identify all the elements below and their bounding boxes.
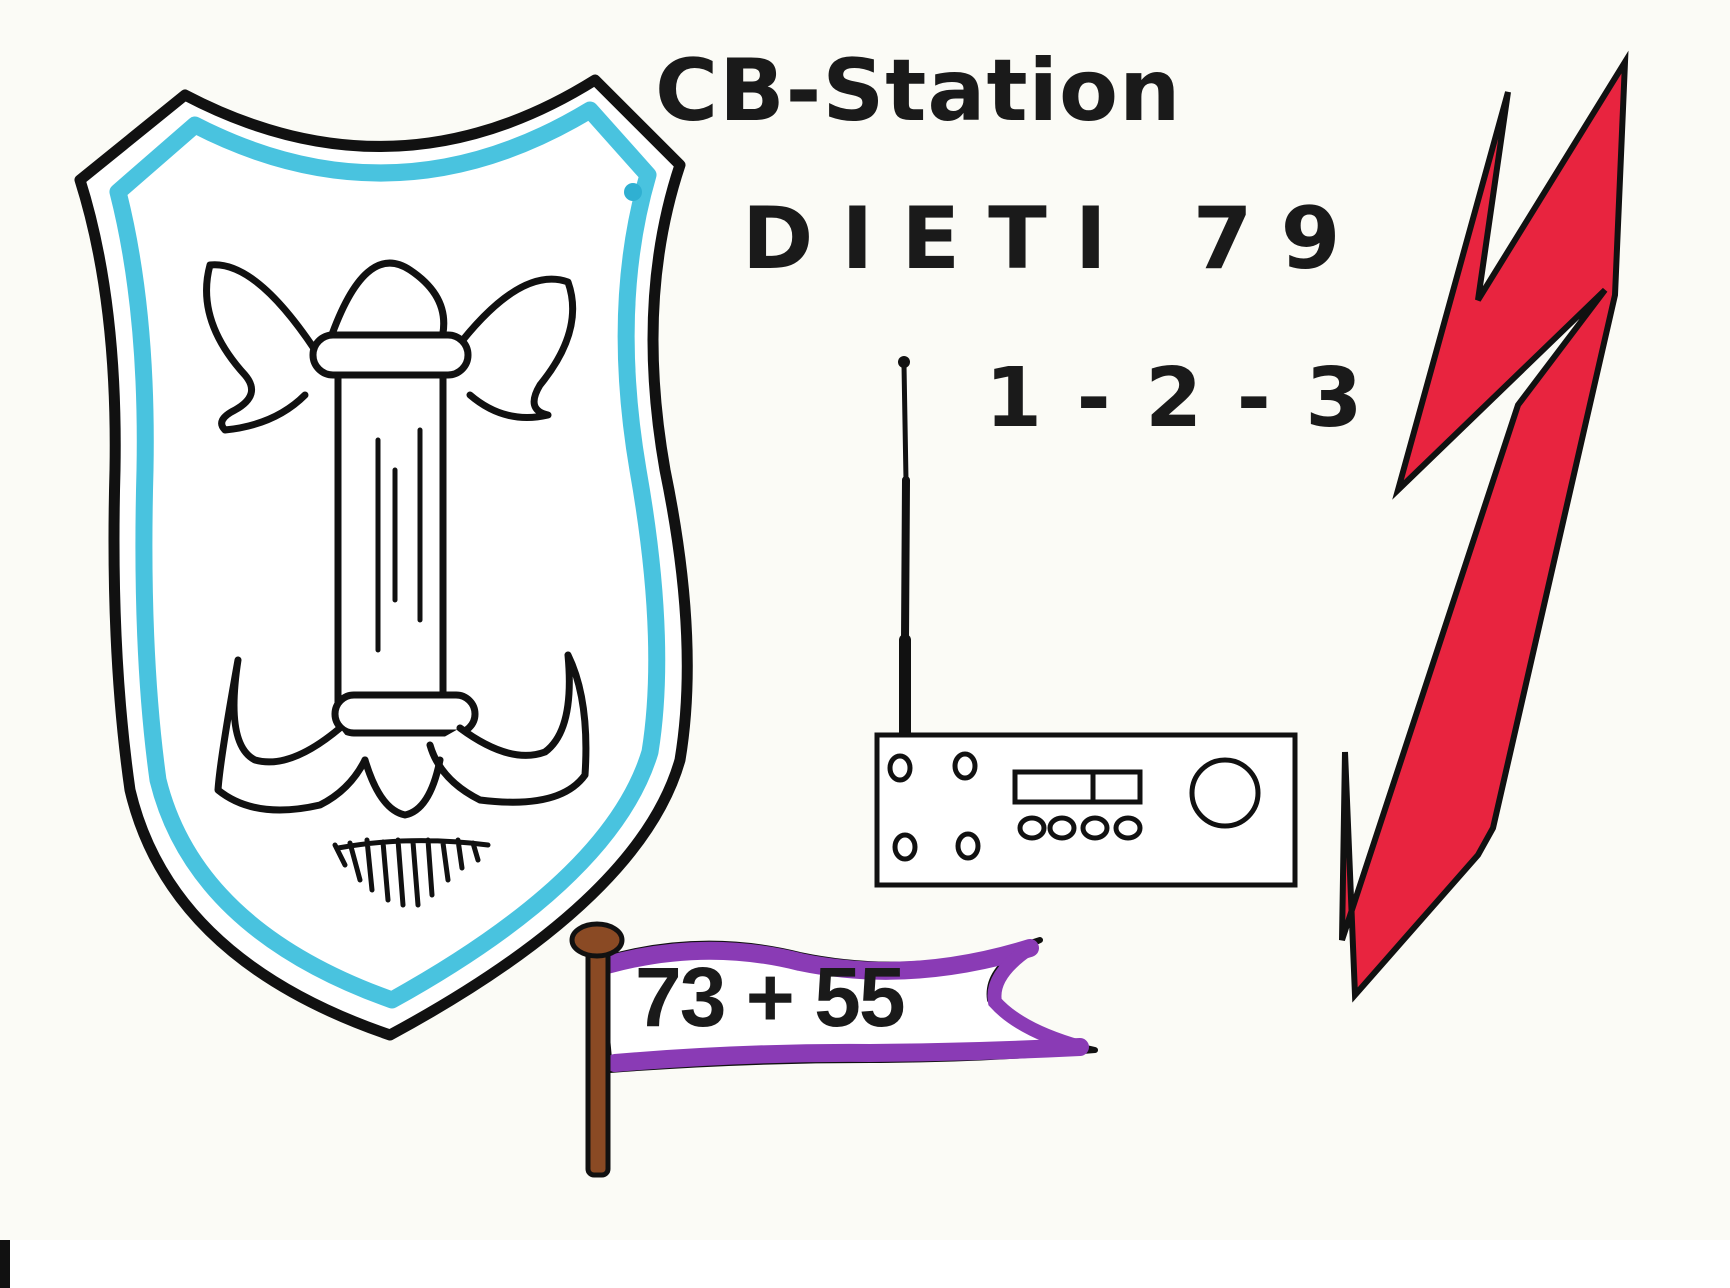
radio-transceiver-icon <box>874 732 1298 888</box>
antenna-icon <box>898 356 911 744</box>
fleur-de-lis-icon <box>203 259 590 908</box>
lightning-bolt-icon <box>1339 50 1629 1003</box>
pennant-flag-icon <box>569 921 1098 1178</box>
scan-margin <box>0 1240 1730 1288</box>
channel-numbers: 1 - 2 - 3 <box>985 351 1363 446</box>
station-callsign: DIETI 79 <box>742 189 1369 289</box>
greeting-code: 73 + 55 <box>635 950 906 1044</box>
scan-edge <box>0 1240 10 1288</box>
station-title: CB-Station <box>655 41 1182 141</box>
